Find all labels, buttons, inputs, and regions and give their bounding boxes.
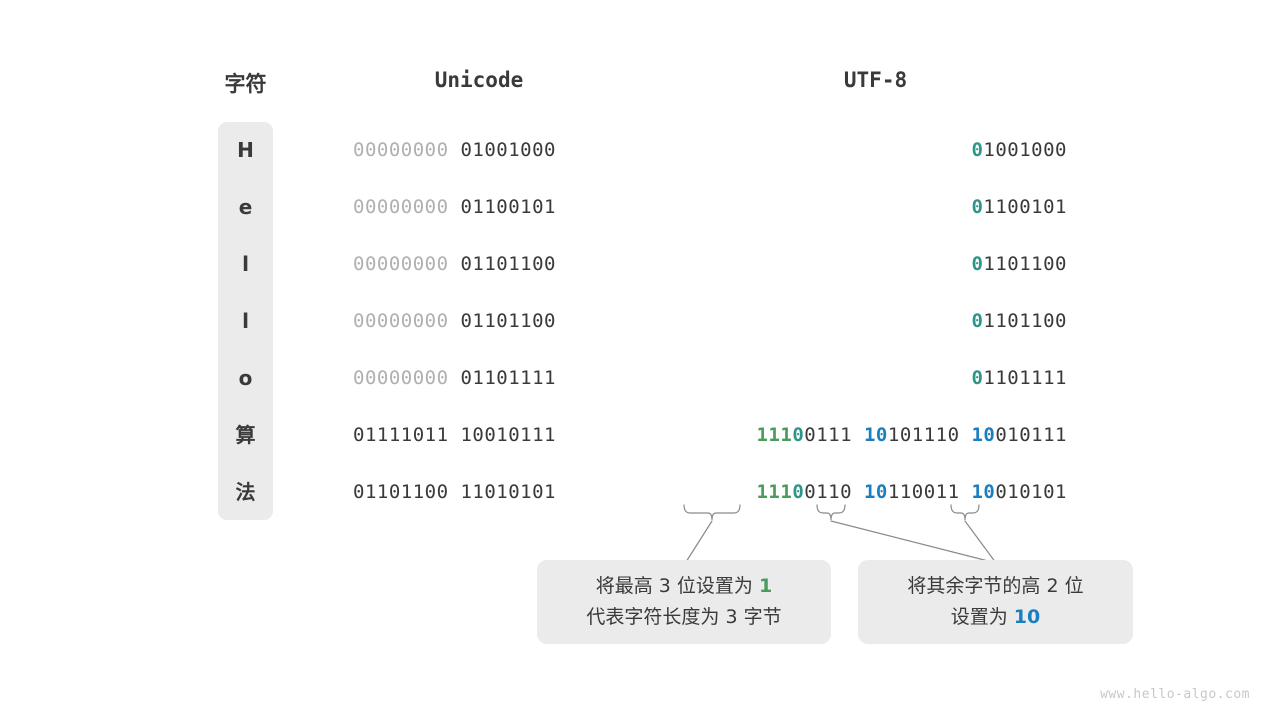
- character-cell: 法: [235, 480, 256, 504]
- table-row: 01111011 10010111 11100111 10101110 1001…: [0, 407, 1280, 464]
- callout-left-line-1: 将最高 3 位设置为 1: [595, 575, 773, 597]
- utf8-continuation-marker: 10: [863, 424, 888, 446]
- unicode-low-byte: 01101100: [460, 310, 556, 332]
- unicode-low-byte: 01101100: [460, 253, 556, 275]
- utf8-payload: 010111: [995, 424, 1067, 446]
- character-cell: e: [238, 195, 253, 219]
- leader-line-right-b: [964, 520, 997, 564]
- utf8-lead-marker: 0: [971, 139, 984, 161]
- table-row: 00000000 01101111 01101111: [0, 350, 1280, 407]
- utf8-continuation-marker: 10: [863, 481, 888, 503]
- unicode-high-byte: 00000000: [353, 196, 449, 218]
- utf8-bits: 01100101: [971, 179, 1067, 236]
- column-header-unicode: Unicode: [434, 68, 524, 92]
- utf8-bits: 11100110 10110011 10010101: [756, 464, 1067, 521]
- character-cell: H: [237, 138, 254, 162]
- unicode-high-byte: 01111011: [353, 424, 449, 446]
- unicode-high-byte: 00000000: [353, 253, 449, 275]
- unicode-bits: 00000000 01100101: [353, 179, 556, 236]
- unicode-high-byte: 00000000: [353, 367, 449, 389]
- unicode-low-byte: 10010111: [460, 424, 556, 446]
- utf8-length-marker: 111: [756, 481, 793, 503]
- unicode-low-byte: 01001000: [460, 139, 556, 161]
- table-row: 00000000 01100101 01100101: [0, 179, 1280, 236]
- unicode-low-byte: 11010101: [460, 481, 556, 503]
- utf8-payload: 1101100: [983, 253, 1067, 275]
- column-header-utf8: UTF-8: [843, 68, 908, 92]
- utf8-continuation-marker: 10: [971, 424, 996, 446]
- utf8-bits: 01101111: [971, 350, 1067, 407]
- unicode-high-byte: 00000000: [353, 139, 449, 161]
- unicode-bits: 01101100 11010101: [353, 464, 556, 521]
- unicode-bits: 00000000 01101100: [353, 236, 556, 293]
- character-cell: l: [242, 252, 249, 276]
- utf8-length-marker: 111: [756, 424, 793, 446]
- utf8-bits: 01101100: [971, 236, 1067, 293]
- unicode-bits: 01111011 10010111: [353, 407, 556, 464]
- unicode-bits: 00000000 01101111: [353, 350, 556, 407]
- utf8-continuation-marker: 10: [971, 481, 996, 503]
- character-cell: o: [238, 366, 253, 390]
- utf8-bits: 01101100: [971, 293, 1067, 350]
- utf8-length-terminator: 0: [792, 481, 805, 503]
- utf8-payload: 0111: [804, 424, 853, 446]
- callout-continuation-marker: 将其余字节的高 2 位 设置为 10: [858, 560, 1133, 644]
- leader-line-left: [685, 520, 713, 563]
- table-row: 00000000 01001000 01001000: [0, 122, 1280, 179]
- utf8-payload: 101110: [887, 424, 960, 446]
- utf8-lead-marker: 0: [971, 367, 984, 389]
- character-column-box: H e l l o 算 法: [218, 122, 273, 520]
- callout-left-line-2: 代表字符长度为 3 字节: [586, 606, 782, 628]
- unicode-low-byte: 01100101: [460, 196, 556, 218]
- table-row: 01101100 11010101 11100110 10110011 1001…: [0, 464, 1280, 521]
- utf8-payload: 110011: [887, 481, 960, 503]
- utf8-payload: 1100101: [983, 196, 1067, 218]
- utf8-bits: 01001000: [971, 122, 1067, 179]
- callout-right-line-1: 将其余字节的高 2 位: [907, 575, 1084, 597]
- watermark: www.hello-algo.com: [1100, 687, 1250, 702]
- utf8-lead-marker: 0: [971, 253, 984, 275]
- unicode-high-byte: 01101100: [353, 481, 449, 503]
- utf8-payload: 1001000: [983, 139, 1067, 161]
- unicode-low-byte: 01101111: [460, 367, 556, 389]
- leader-line-right-a: [830, 520, 997, 564]
- column-header-character: 字符: [224, 72, 267, 96]
- utf8-bits: 11100111 10101110 10010111: [756, 407, 1067, 464]
- utf8-payload: 1101111: [983, 367, 1067, 389]
- utf8-length-terminator: 0: [792, 424, 805, 446]
- unicode-bits: 00000000 01001000: [353, 122, 556, 179]
- table-row: 00000000 01101100 01101100: [0, 236, 1280, 293]
- unicode-bits: 00000000 01101100: [353, 293, 556, 350]
- callout-right-line-2: 设置为 10: [950, 606, 1041, 628]
- utf8-payload: 1101100: [983, 310, 1067, 332]
- utf8-lead-marker: 0: [971, 196, 984, 218]
- table-row: 00000000 01101100 01101100: [0, 293, 1280, 350]
- character-cell: 算: [235, 423, 256, 447]
- callout-length-marker: 将最高 3 位设置为 1 代表字符长度为 3 字节: [537, 560, 831, 644]
- unicode-high-byte: 00000000: [353, 310, 449, 332]
- character-cell: l: [242, 309, 249, 333]
- utf8-payload: 0110: [804, 481, 853, 503]
- utf8-payload: 010101: [995, 481, 1067, 503]
- utf8-lead-marker: 0: [971, 310, 984, 332]
